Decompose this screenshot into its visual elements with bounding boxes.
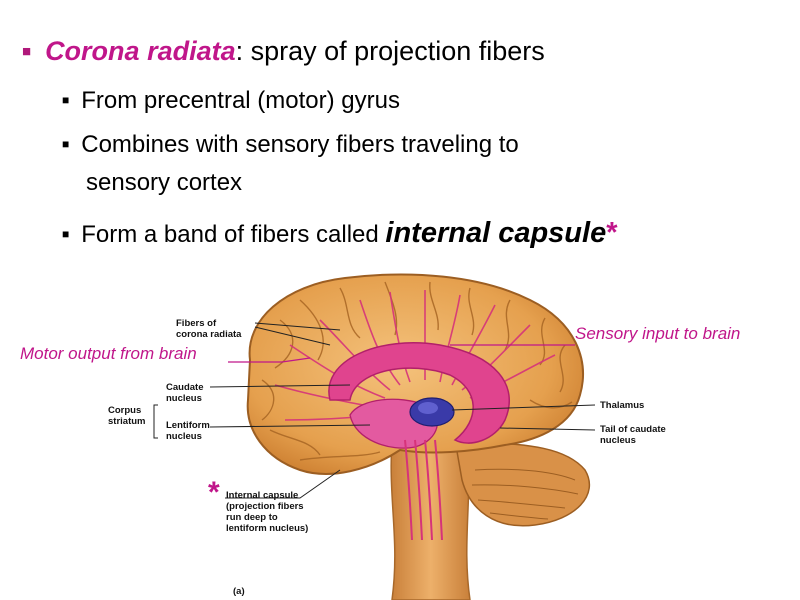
sub-bullet-text: sensory cortex — [86, 169, 243, 196]
square-bullet-icon: ■ — [62, 137, 70, 151]
panel-label: (a) — [233, 586, 245, 597]
sub-bullet-3: ■ Form a band of fibers called internal c… — [62, 214, 618, 257]
cerebellum — [454, 439, 591, 527]
annotation-motor-output: Motor output from brain — [20, 344, 197, 363]
asterisk-marker: * — [208, 476, 220, 509]
asterisk: * — [606, 217, 618, 249]
sub-bullet-2-continued: sensory cortex — [86, 164, 242, 202]
sub-bullet-text: Combines with sensory fibers traveling t… — [81, 131, 519, 158]
label-lentiform-nucleus: Lentiform nucleus — [166, 420, 210, 442]
brain-illustration — [153, 273, 596, 600]
sub-bullet-2: ■ Combines with sensory fibers traveling … — [62, 126, 519, 167]
caudate-nucleus — [328, 342, 510, 444]
label-corpus-striatum: Corpus striatum — [108, 405, 146, 427]
bullet-main: ■ Corona radiata: spray of projection fib… — [22, 36, 545, 67]
sub-bullet-1: ■ From precentral (motor) gyrus — [62, 82, 400, 123]
bullet-main-text: : spray of projection fibers — [235, 36, 545, 66]
label-internal-capsule: Internal capsule (projection fibers run … — [226, 490, 309, 534]
square-bullet-icon: ■ — [62, 227, 70, 241]
label-thalamus: Thalamus — [600, 400, 645, 411]
square-bullet-icon: ■ — [22, 43, 32, 60]
term-internal-capsule: internal capsule — [385, 217, 607, 249]
annotation-sensory-input: Sensory input to brain — [575, 324, 741, 343]
sub-bullet-text: Form a band of fibers called — [81, 221, 386, 248]
sub-bullet-text: From precentral (motor) gyrus — [81, 87, 400, 114]
term-corona-radiata: Corona radiata — [45, 36, 236, 66]
label-caudate-nucleus: Caudate nucleus — [166, 382, 204, 404]
label-tail-caudate: Tail of caudate nucleus — [600, 424, 666, 446]
square-bullet-icon: ■ — [62, 93, 70, 107]
label-fibers-corona-radiata: Fibers of corona radiata — [176, 318, 242, 340]
